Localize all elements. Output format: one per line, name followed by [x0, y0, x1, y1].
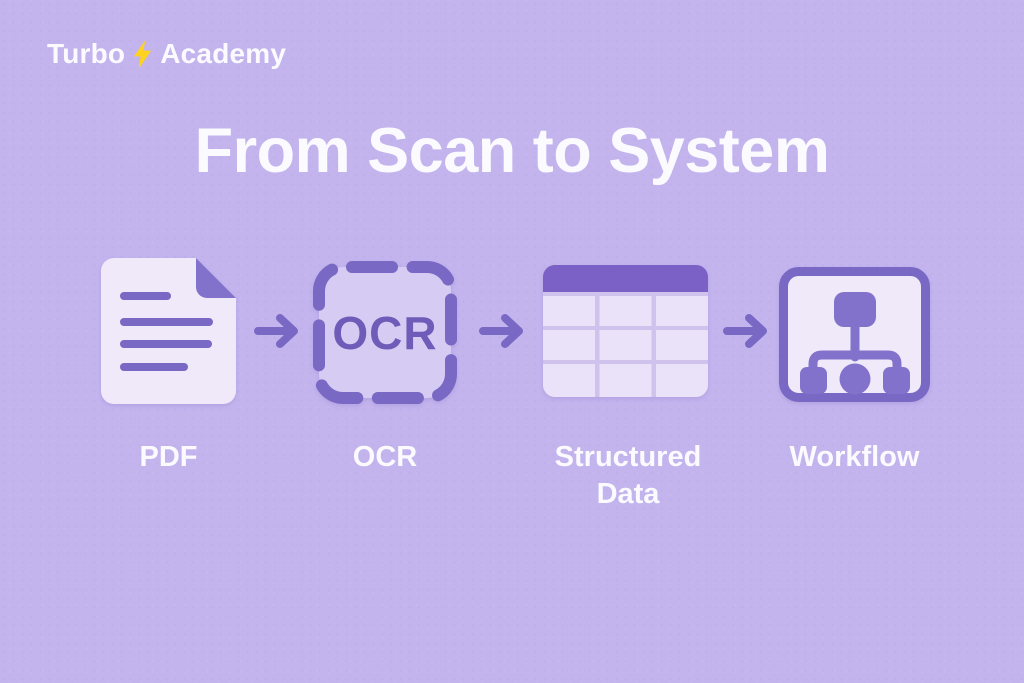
- right-arrow-icon: [479, 314, 523, 348]
- pdf-document-icon: [101, 258, 236, 404]
- right-arrow-icon: [254, 314, 298, 348]
- step-label-pdf: PDF: [139, 441, 198, 473]
- structured-data-table-icon: [543, 265, 708, 397]
- ocr-frame-text: OCR: [332, 307, 437, 359]
- right-arrow-icon: [723, 314, 767, 348]
- page-title: From Scan to System: [194, 116, 830, 186]
- step-label-workflow: Workflow: [789, 441, 920, 473]
- brand-name-left: Turbo: [47, 38, 126, 69]
- brand-logo: Turbo Academy: [47, 38, 286, 70]
- lightning-bolt-icon: [134, 39, 152, 69]
- step-label-structured-data: Structured Data: [554, 441, 702, 510]
- step-label-ocr: OCR: [352, 441, 418, 473]
- workflow-diagram-icon: [779, 267, 930, 402]
- ocr-scan-frame-icon: OCR: [312, 260, 458, 405]
- brand-name-right: Academy: [160, 38, 287, 69]
